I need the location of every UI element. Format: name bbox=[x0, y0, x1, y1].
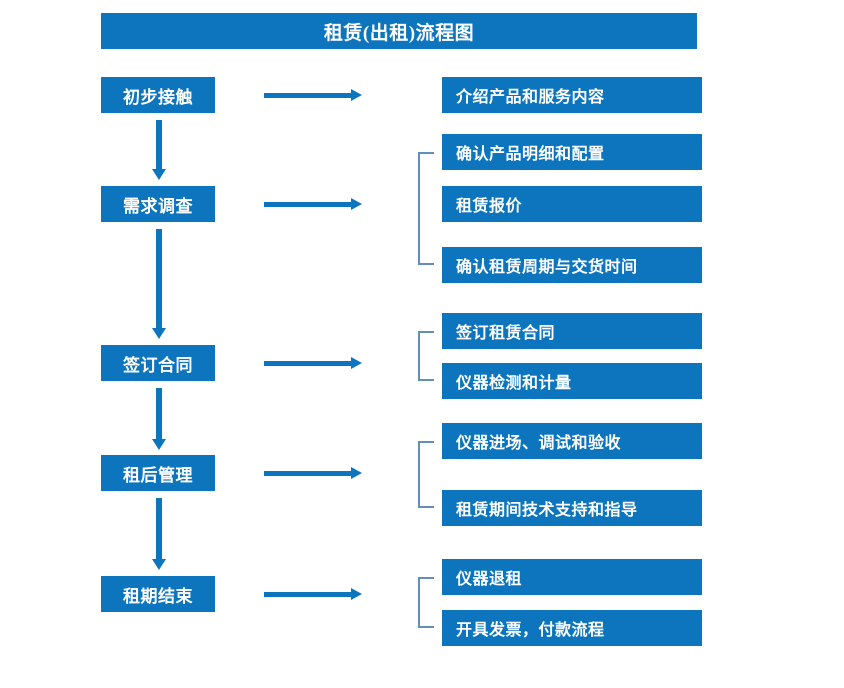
vertical-arrow-2 bbox=[151, 229, 167, 339]
detail-box-instrument-return[interactable]: 仪器退租 bbox=[442, 559, 702, 595]
page-title: 租赁(出租)流程图 bbox=[101, 13, 697, 49]
group-bracket-rental-end bbox=[418, 577, 434, 628]
group-bracket-sign-contract bbox=[418, 331, 434, 381]
stage-box-requirement-survey[interactable]: 需求调查 bbox=[101, 186, 215, 222]
horizontal-arrow-2 bbox=[264, 196, 362, 212]
detail-box-invoice-payment[interactable]: 开具发票，付款流程 bbox=[442, 610, 702, 646]
horizontal-arrow-3 bbox=[264, 355, 362, 371]
vertical-arrow-3 bbox=[151, 388, 167, 450]
stage-box-sign-contract[interactable]: 签订合同 bbox=[101, 345, 215, 381]
stage-box-initial-contact[interactable]: 初步接触 bbox=[101, 77, 215, 113]
horizontal-arrow-1 bbox=[264, 87, 362, 103]
stage-box-rental-end[interactable]: 租期结束 bbox=[101, 576, 215, 612]
detail-box-instrument-delivery-commissioning[interactable]: 仪器进场、调试和验收 bbox=[442, 423, 702, 459]
detail-box-confirm-rental-period[interactable]: 确认租赁周期与交货时间 bbox=[442, 247, 702, 283]
vertical-arrow-1 bbox=[151, 120, 167, 180]
group-bracket-post-rental-management bbox=[418, 441, 434, 508]
vertical-arrow-4 bbox=[151, 498, 167, 570]
group-bracket-requirement-survey bbox=[418, 152, 434, 265]
detail-box-rental-quotation[interactable]: 租赁报价 bbox=[442, 186, 702, 222]
horizontal-arrow-4 bbox=[264, 465, 362, 481]
detail-box-confirm-product-details[interactable]: 确认产品明细和配置 bbox=[442, 134, 702, 170]
detail-box-introduce-products[interactable]: 介绍产品和服务内容 bbox=[442, 77, 702, 113]
detail-box-instrument-inspection[interactable]: 仪器检测和计量 bbox=[442, 363, 702, 399]
detail-box-sign-rental-contract[interactable]: 签订租赁合同 bbox=[442, 313, 702, 349]
horizontal-arrow-5 bbox=[264, 586, 362, 602]
detail-box-technical-support[interactable]: 租赁期间技术支持和指导 bbox=[442, 490, 702, 526]
stage-box-post-rental-management[interactable]: 租后管理 bbox=[101, 455, 215, 491]
